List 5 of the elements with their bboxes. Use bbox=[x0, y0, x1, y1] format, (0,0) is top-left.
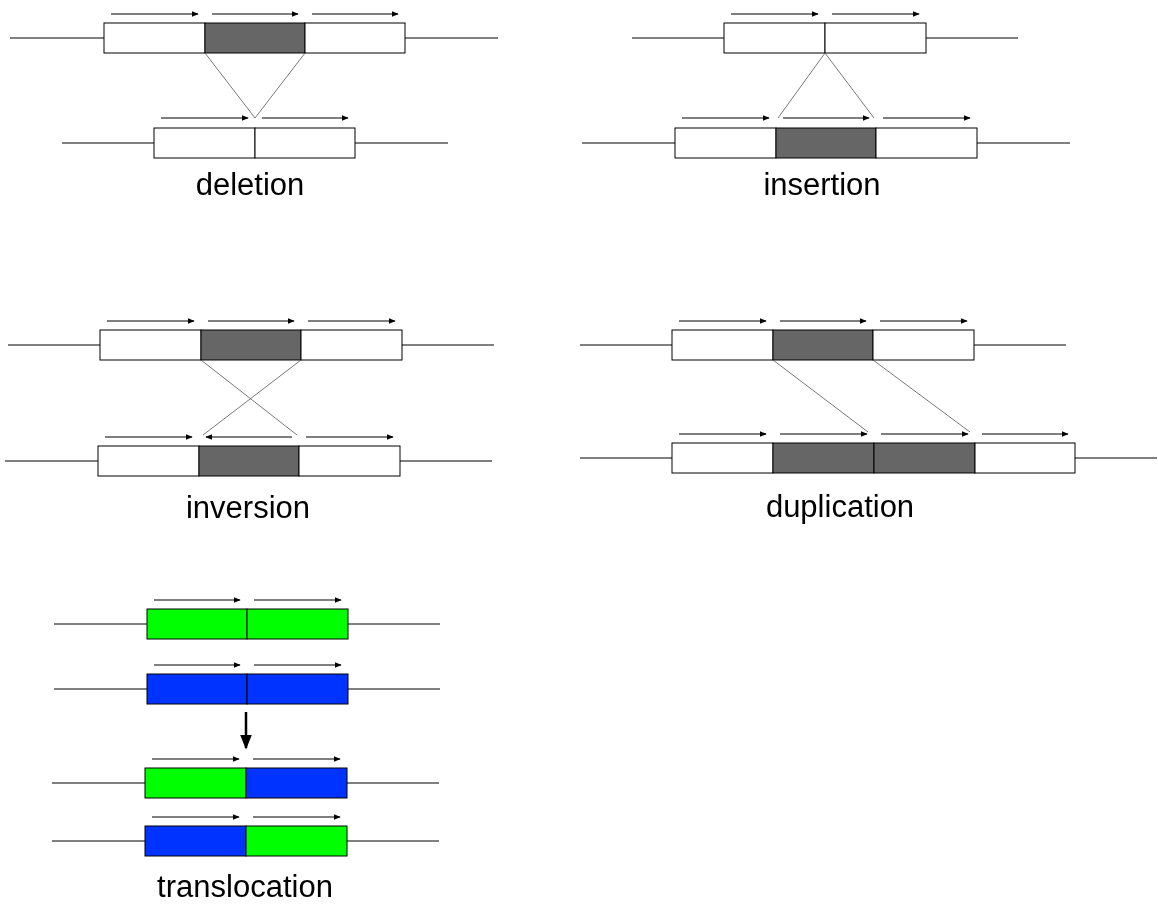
panel-label: duplication bbox=[765, 489, 915, 525]
panel-label: inversion bbox=[185, 490, 311, 526]
panel-label: insertion bbox=[763, 167, 881, 203]
panel-label: deletion bbox=[195, 167, 305, 203]
panel-label: translocation bbox=[157, 869, 333, 905]
